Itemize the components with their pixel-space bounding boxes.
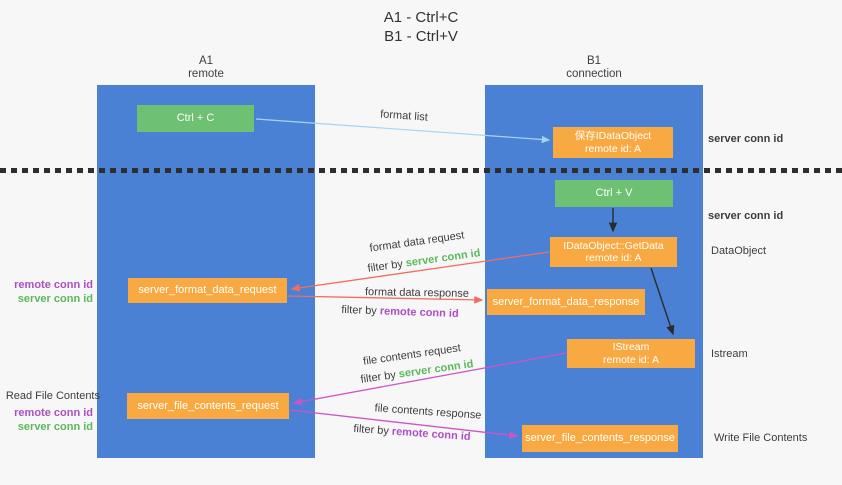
ctrl-v-box: Ctrl + V [555, 180, 673, 207]
file-request-box: server_file_contents_request [127, 393, 289, 419]
save-dataobject-box: 保存IDataObject remote id: A [553, 127, 673, 158]
server-conn-id-side-label-2: server conn id [708, 210, 784, 222]
remote-conn-id-text: remote conn id [379, 305, 459, 321]
lane-b1-name: B1 [586, 55, 602, 67]
save-dataobject-line2: remote id: A [584, 142, 642, 155]
getdata-line2: remote id: A [585, 252, 642, 264]
file-response-label: server_file_contents_response [525, 432, 675, 444]
filter-by-text: filter by [341, 303, 378, 318]
remote-conn-id-side-label-2: remote conn id [14, 407, 93, 419]
file-request-label: server_file_contents_request [137, 399, 279, 412]
server-conn-id-text: server conn id [405, 247, 482, 270]
format-list-label: format list [379, 108, 429, 124]
lane-b1-subtitle: connection [566, 68, 622, 80]
lane-a1-subtitle: remote [188, 68, 224, 80]
format-response-label: server_format_data_response [492, 295, 640, 308]
title-line-1: A1 - Ctrl+C [383, 9, 459, 26]
server-conn-id-side-label-top: server conn id [708, 133, 784, 145]
filter-by-text: filter by [359, 369, 397, 386]
format-data-response-label: format data response [364, 286, 470, 300]
filter-by-text: filter by [366, 258, 404, 275]
remote-conn-id-text: remote conn id [391, 425, 471, 444]
lane-a1-name: A1 [198, 55, 214, 67]
istream-line1: IStream [612, 341, 650, 353]
remote-conn-id-side-label-1: remote conn id [14, 279, 93, 291]
file-contents-response-label: file contents response [374, 402, 482, 422]
server-conn-id-text: server conn id [398, 358, 475, 381]
format-request-conn-ids: remote conn id server conn id [0, 278, 93, 306]
format-request-label: server_format_data_request [138, 284, 277, 296]
diagram-title: A1 - Ctrl+C B1 - Ctrl+V [0, 8, 842, 46]
filter-by-text: filter by [353, 422, 390, 438]
format-request-box: server_format_data_request [128, 278, 287, 303]
read-file-contents-label: Read File Contents [5, 390, 100, 402]
filter-by-remote-conn-id-label-2: filter by remote conn id [353, 423, 471, 443]
format-response-box: server_format_data_response [487, 289, 645, 315]
istream-line2: remote id: A [602, 353, 660, 366]
server-conn-id-side-label-left-2: server conn id [17, 421, 93, 433]
file-response-box: server_file_contents_response [522, 425, 678, 452]
dataobject-side-label: DataObject [711, 245, 767, 257]
getdata-box: IDataObject::GetData remote id: A [550, 237, 677, 267]
dotted-separator-line [0, 168, 842, 173]
ctrl-v-label: Ctrl + V [595, 187, 633, 199]
istream-box: IStream remote id: A [567, 339, 695, 368]
server-conn-id-side-label-left-1: server conn id [17, 293, 93, 305]
write-file-contents-label: Write File Contents [714, 432, 808, 444]
filter-by-remote-conn-id-label-1: filter by remote conn id [341, 304, 459, 320]
istream-side-label: Istream [711, 348, 748, 360]
lane-header-b1: B1 connection [485, 55, 703, 81]
title-line-2: B1 - Ctrl+V [384, 28, 458, 45]
save-dataobject-line1: 保存IDataObject [574, 130, 652, 142]
ctrl-c-box: Ctrl + C [137, 105, 254, 132]
file-request-conn-ids: remote conn id server conn id [0, 406, 93, 434]
ctrl-c-label: Ctrl + C [176, 112, 215, 124]
lane-header-a1: A1 remote [97, 55, 315, 81]
getdata-line1: IDataObject::GetData [563, 239, 664, 252]
